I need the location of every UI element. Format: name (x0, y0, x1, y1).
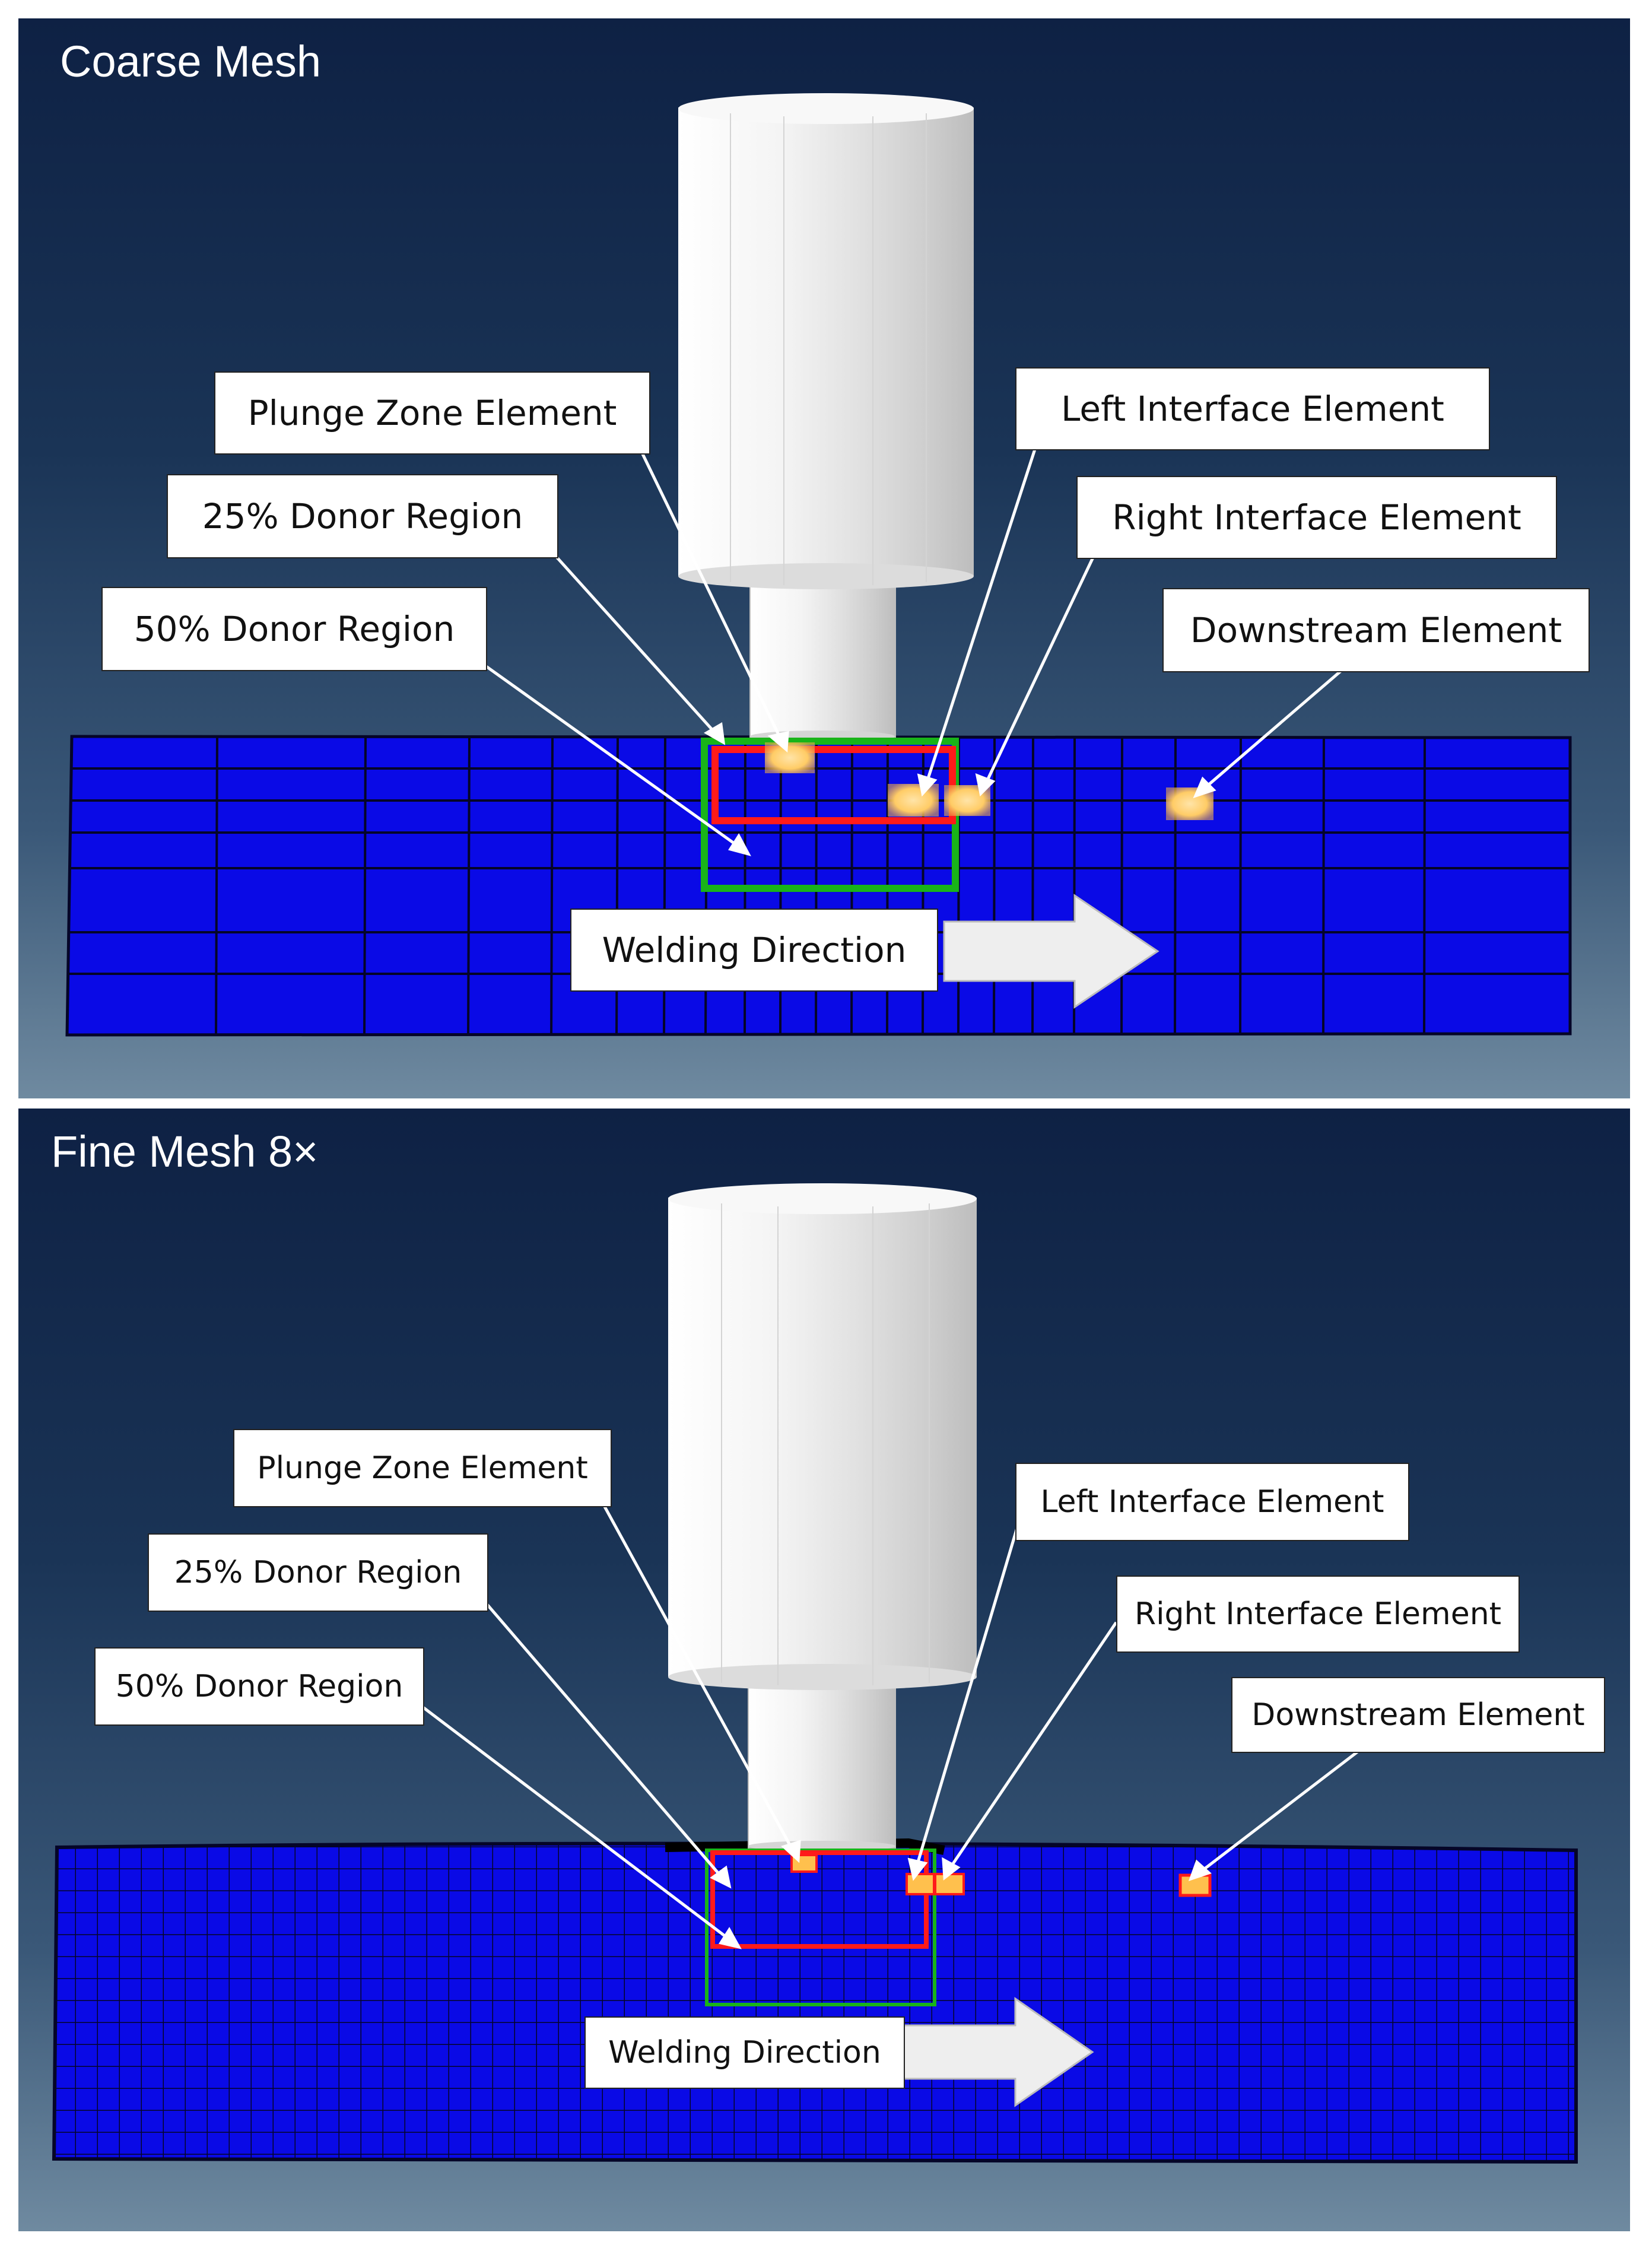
welding-tool (668, 1183, 977, 1851)
label-downstream-element: Downstream Element (1162, 588, 1590, 672)
label-donor-25-region: 25% Donor Region (148, 1533, 488, 1612)
label-welding-direction: Welding Direction (570, 909, 938, 992)
label-right-interface-element: Right Interface Element (1116, 1576, 1520, 1653)
panel-title: Coarse Mesh (60, 37, 322, 86)
fine-mesh-panel: Fine Mesh 8× Plunge Zone Element 25% Don… (18, 1109, 1630, 2231)
label-left-interface-element: Left Interface Element (1015, 1463, 1409, 1541)
leader-lines (480, 445, 1349, 856)
left-interface-element (888, 784, 939, 817)
panel-title: Fine Mesh 8× (51, 1127, 319, 1176)
welding-tool (678, 93, 974, 742)
label-donor-50-region: 50% Donor Region (101, 587, 487, 671)
label-welding-direction: Welding Direction (584, 2016, 905, 2089)
left-interface-element (906, 1873, 935, 1895)
plunge-zone-element (765, 742, 815, 773)
label-right-interface-element: Right Interface Element (1076, 476, 1557, 559)
right-interface-element (934, 1873, 965, 1895)
coarse-mesh-panel: Coarse Mesh Plunge Zone Element 25% Dono… (18, 18, 1630, 1098)
welding-direction-arrow-icon (943, 894, 1159, 1009)
label-donor-50-region: 50% Donor Region (94, 1647, 424, 1726)
label-plunge-zone-element: Plunge Zone Element (233, 1429, 612, 1507)
label-left-interface-element: Left Interface Element (1015, 367, 1490, 450)
fine-mesh-diagram (52, 1183, 1578, 2164)
label-plunge-zone-element: Plunge Zone Element (214, 371, 650, 455)
label-downstream-element: Downstream Element (1231, 1677, 1605, 1753)
welding-direction-arrow-icon (891, 1997, 1094, 2107)
leader-lines (415, 1499, 1402, 1949)
donor-25-region (710, 1850, 929, 1949)
workpiece-mesh (52, 1838, 1578, 2164)
label-donor-25-region: 25% Donor Region (167, 474, 558, 558)
coarse-mesh-diagram (65, 93, 1572, 1037)
